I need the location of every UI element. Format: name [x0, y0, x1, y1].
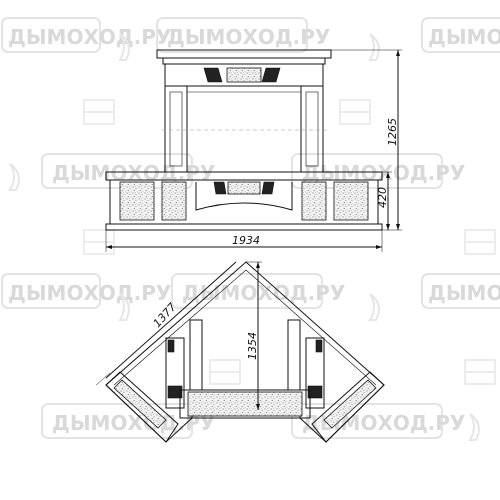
right-column-panel — [305, 91, 319, 167]
dim-label-total-height: 1265 — [386, 118, 399, 146]
plan-left-column — [165, 337, 185, 409]
dim-label-base-height: 420 — [376, 187, 389, 208]
plan-right-wing — [311, 371, 385, 443]
frieze-stone-panel — [226, 67, 262, 83]
base-plinth — [105, 223, 383, 231]
watermark-logo: ДЫМОХОД.РУ — [421, 273, 500, 309]
front-elevation: 1265 420 1934 — [105, 49, 402, 252]
plan-left-column-base — [167, 385, 183, 399]
hearth-stone-panel — [227, 181, 261, 195]
watermark-brick-icon — [83, 99, 496, 385]
dim-line-side-length — [105, 261, 237, 379]
mantel-frieze — [162, 57, 326, 65]
plan-left-wing — [105, 371, 179, 443]
plan-right-column-base — [307, 385, 323, 399]
plan-hearth — [179, 389, 311, 419]
watermark-logo: ДЫМОХОД.РУ — [1, 273, 171, 309]
watermark-brand-text: ДЫМОХОД.РУ — [8, 281, 171, 305]
watermark-flame-icon — [8, 33, 480, 441]
watermark-logo: ДЫМОХОД.РУ — [421, 17, 500, 53]
watermark-logo: ДЫМОХОД.РУ — [156, 17, 330, 53]
watermark-brand-text: ДЫМОХОД.РУ — [428, 25, 500, 49]
base-stone-panel-right-2 — [333, 181, 369, 221]
watermark-brand-text: ДЫМОХОД.РУ — [8, 25, 171, 49]
left-column-panel — [169, 91, 183, 167]
left-column — [164, 85, 188, 173]
hearth-keystone-right — [261, 181, 275, 195]
firebox-opening — [186, 85, 302, 173]
watermark-brand-text: ДЫМОХОД.РУ — [167, 25, 330, 49]
watermark-logo: ДЫМОХОД.РУ — [1, 17, 171, 53]
plan-firebox-right-wall — [287, 319, 301, 391]
plan-left-wing-stone — [113, 379, 167, 429]
plan-right-wing-stone — [323, 379, 377, 429]
watermark-layer: ДЫМОХОД.РУ ДЫМОХОД.РУ ДЫМОХОД.РУ ДЫМОХОД… — [1, 17, 500, 441]
watermark-brand-text: ДЫМОХОД.РУ — [52, 161, 215, 185]
watermark-brand-text: ДЫМОХОД.РУ — [428, 281, 500, 305]
watermark-logo: ДЫМОХОД.РУ — [291, 403, 465, 439]
plan-inner-outline — [113, 269, 377, 386]
watermark-brand-text: ДЫМОХОД.РУ — [182, 281, 345, 305]
watermark-logo: ДЫМОХОД.РУ — [171, 273, 345, 309]
dim-label-total-width: 1934 — [232, 234, 260, 247]
base-stone-panel-left-1 — [119, 181, 155, 221]
watermark-logo: ДЫМОХОД.РУ — [41, 153, 215, 189]
frieze-keystone-right — [261, 67, 281, 83]
plan-hearth-stone — [187, 391, 303, 417]
base-stone-panel-right-1 — [301, 181, 327, 221]
hearth-keystone-left — [213, 181, 227, 195]
base-hearth-arch — [195, 182, 293, 211]
dim-label-depth: 1354 — [246, 332, 259, 360]
right-column — [300, 85, 324, 173]
plan-view: 1377 1354 — [95, 261, 385, 443]
plan-firebox-left-wall — [189, 319, 203, 391]
base-stone-panel-left-2 — [161, 181, 187, 221]
plan-right-column — [305, 337, 325, 409]
watermark-brand-text: ДЫМОХОД.РУ — [302, 161, 465, 185]
frieze-keystone-left — [203, 67, 223, 83]
